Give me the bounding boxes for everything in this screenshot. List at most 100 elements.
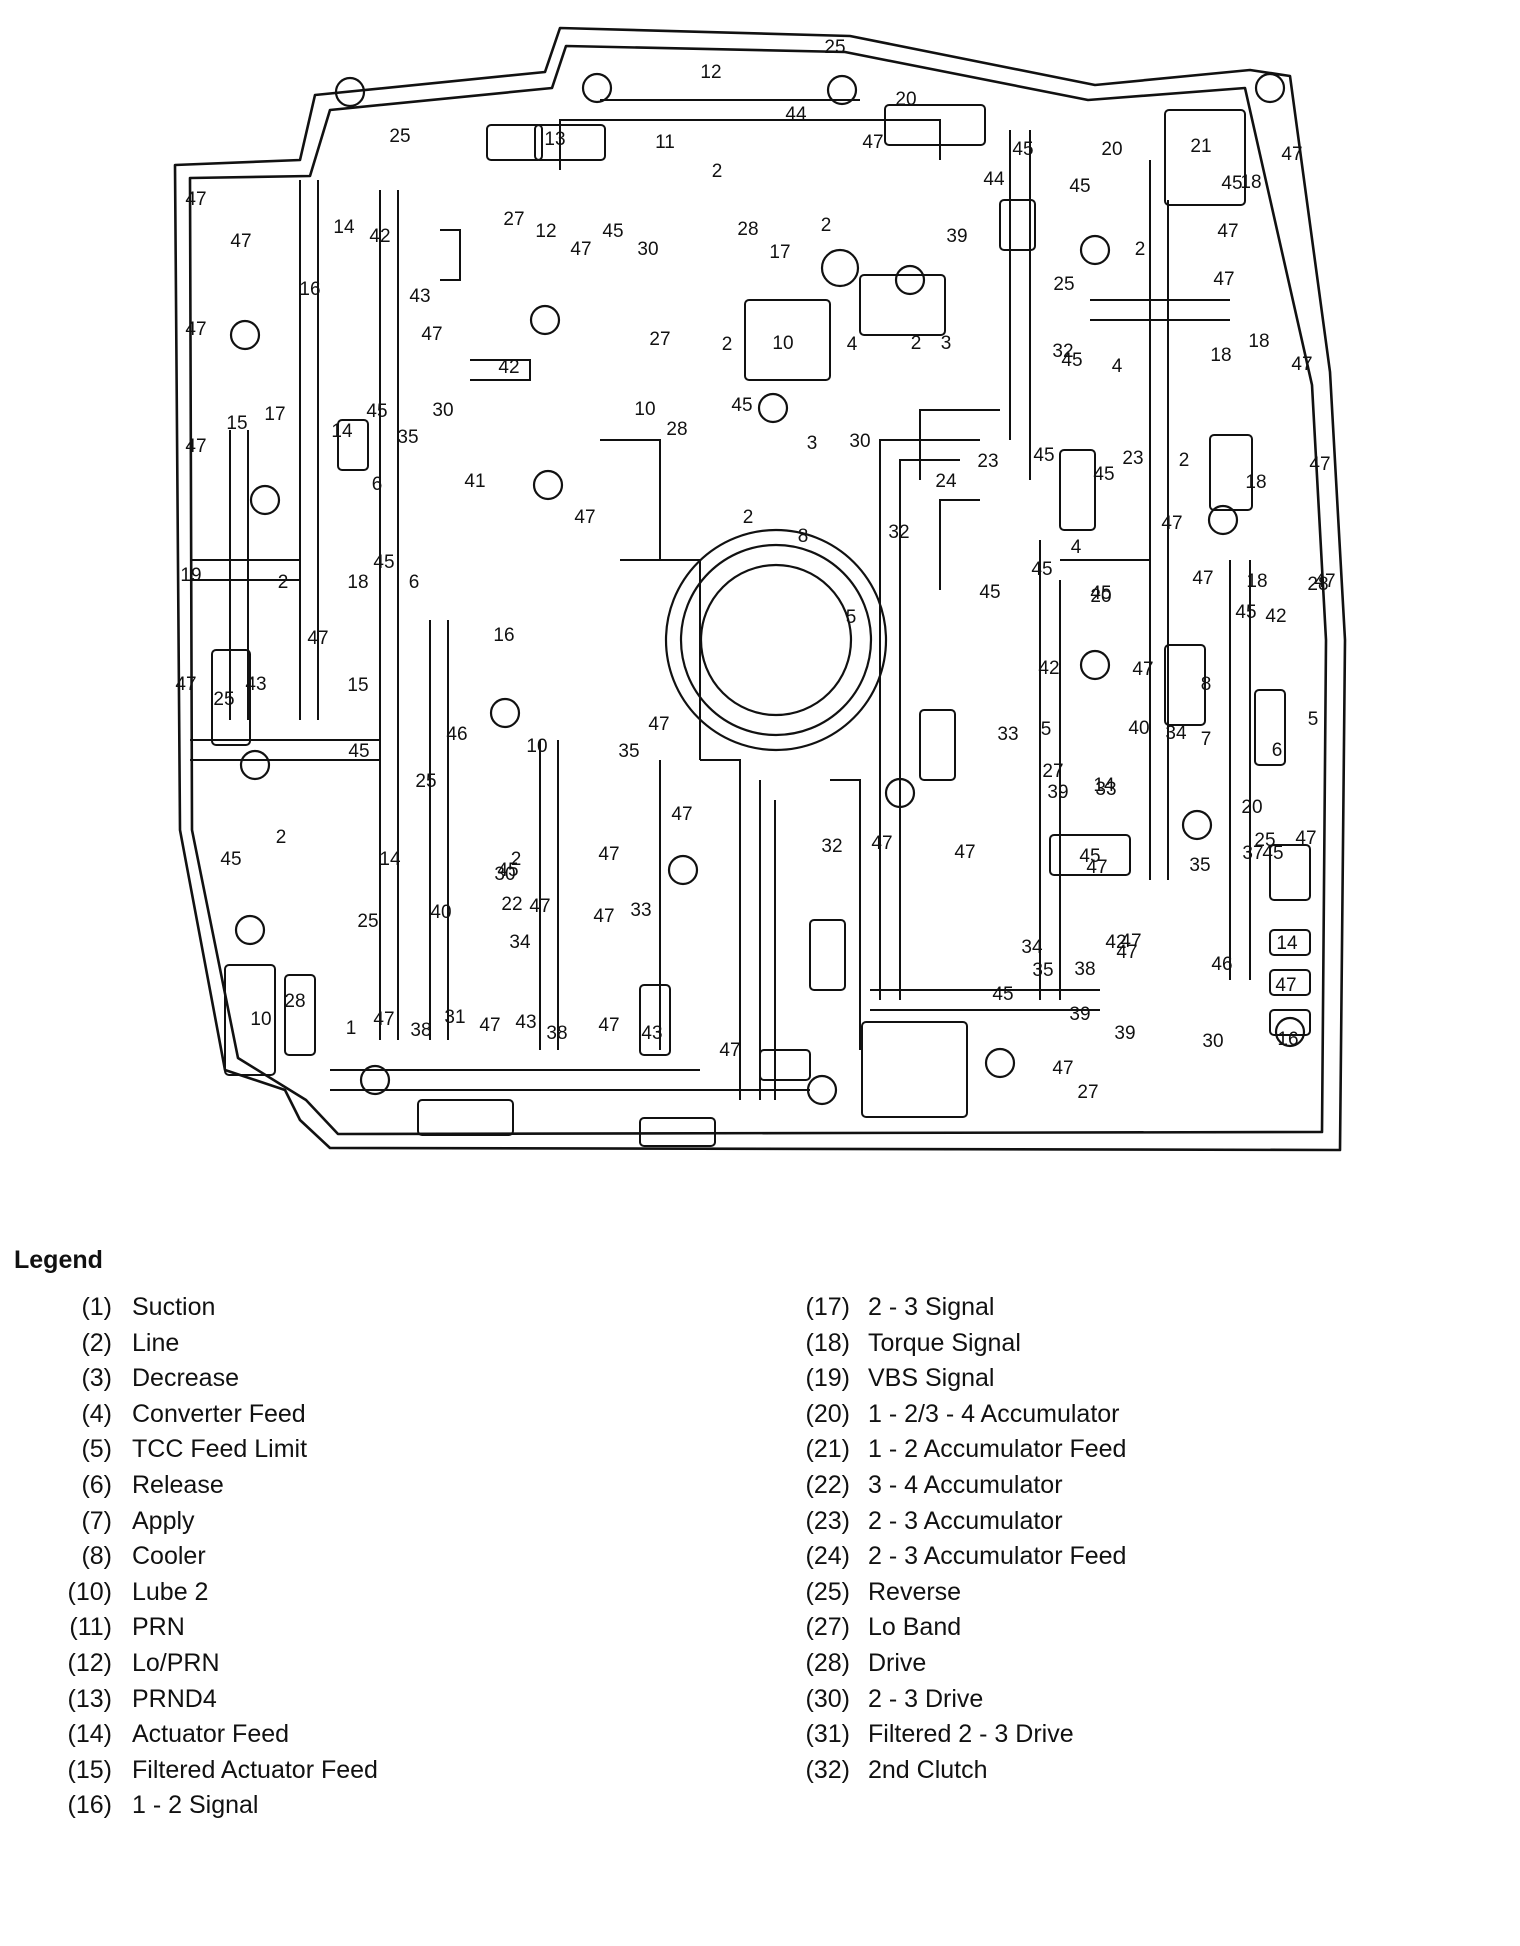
passage-label: 47 (373, 1009, 394, 1030)
legend-item: (6)Release (56, 1468, 378, 1504)
passage-label: 2 (1135, 239, 1146, 260)
passage-label: 47 (598, 844, 619, 865)
passage-label: 35 (618, 741, 639, 762)
passage-label: 47 (529, 896, 550, 917)
passage-label: 10 (634, 399, 655, 420)
legend-item: (20)1 - 2/3 - 4 Accumulator (790, 1397, 1126, 1433)
legend-name: Torque Signal (868, 1328, 1021, 1357)
passage-label: 47 (185, 319, 206, 340)
passage-label: 28 (1307, 574, 1328, 595)
passage-label: 16 (299, 279, 320, 300)
passage-label: 22 (501, 894, 522, 915)
legend-item: (11)PRN (56, 1610, 378, 1646)
legend-name: Filtered 2 - 3 Drive (868, 1720, 1074, 1749)
passage-label: 42 (369, 226, 390, 247)
passage-label: 30 (637, 239, 658, 260)
passage-label: 2 (276, 827, 287, 848)
passage-label: 47 (1314, 571, 1335, 592)
passage-label: 27 (649, 329, 670, 350)
passage-label: 25 (1254, 830, 1275, 851)
legend-number: (15) (67, 1755, 112, 1784)
legend-number: (6) (81, 1470, 112, 1499)
passage-label: 45 (992, 984, 1013, 1005)
legend-item: (3)Decrease (56, 1361, 378, 1397)
passage-label: 18 (1240, 172, 1261, 193)
passage-label: 47 (1309, 454, 1330, 475)
legend-number: (12) (67, 1648, 112, 1677)
passage-label: 25 (213, 689, 234, 710)
passage-label: 28 (666, 419, 687, 440)
passage-label: 45 (1079, 846, 1100, 867)
passage-label: 45 (366, 401, 387, 422)
passage-label: 3 (807, 433, 818, 454)
passage-label: 2 (511, 849, 522, 870)
passage-label: 8 (1201, 674, 1212, 695)
valve-body-bores (229, 72, 1306, 1106)
legend-item: (10)Lube 2 (56, 1575, 378, 1611)
passage-label: 14 (1276, 933, 1298, 954)
legend-item: (1)Suction (56, 1290, 378, 1326)
legend-number: (5) (81, 1435, 112, 1464)
passage-label: 45 (979, 582, 1000, 603)
passage-label: 18 (1246, 571, 1267, 592)
legend-name: Actuator Feed (132, 1720, 290, 1749)
legend-name: 2 - 3 Drive (868, 1684, 984, 1713)
legend-number: (31) (805, 1720, 850, 1749)
passage-label: 46 (1211, 954, 1232, 975)
passage-label: 45 (1090, 583, 1111, 604)
passage-label: 47 (570, 239, 591, 260)
passage-label: 27 (1077, 1082, 1098, 1103)
passage-label: 30 (494, 864, 515, 885)
passage-label: 14 (379, 849, 401, 870)
passage-label: 38 (1074, 959, 1095, 980)
passage-label: 45 (1093, 464, 1114, 485)
passage-label: 40 (430, 902, 451, 923)
passage-label: 47 (1132, 659, 1153, 680)
passage-label: 12 (700, 62, 721, 83)
passage-label: 47 (1213, 269, 1234, 290)
legend-number: (19) (805, 1364, 850, 1393)
legend-item: (7)Apply (56, 1504, 378, 1540)
legend-item: (16)1 - 2 Signal (56, 1788, 378, 1824)
passage-label: 10 (772, 333, 793, 354)
passage-label: 45 (1221, 173, 1242, 194)
passage-label: 47 (648, 714, 669, 735)
legend-item: (8)Cooler (56, 1539, 378, 1575)
legend-name: 1 - 2 Accumulator Feed (868, 1435, 1127, 1464)
passage-label: 18 (347, 572, 368, 593)
passage-label: 8 (798, 526, 809, 547)
passage-label: 32 (1052, 341, 1073, 362)
passage-label: 47 (593, 906, 614, 927)
legend-number: (20) (805, 1399, 850, 1428)
passage-label: 40 (1128, 718, 1149, 739)
legend-item: (21) 1 - 2 Accumulator Feed (790, 1432, 1127, 1468)
passage-label: 6 (372, 474, 383, 495)
passage-label: 45 (1031, 559, 1052, 580)
passage-label: 3 (941, 333, 952, 354)
passage-label: 16 (1277, 1029, 1298, 1050)
legend-name: PRN (132, 1613, 185, 1642)
passage-label: 45 (602, 221, 623, 242)
passage-label: 1 (346, 1018, 357, 1039)
legend-name: Reverse (868, 1577, 962, 1606)
passage-label: 20 (1241, 797, 1262, 818)
legend-number: (24) (805, 1542, 850, 1571)
passage-label: 5 (1308, 709, 1319, 730)
passage-label: 42 (1038, 658, 1059, 679)
legend-item: (31) Filtered 2 - 3 Drive (790, 1717, 1126, 1753)
legend-item: (23)2 - 3 Accumulator (790, 1504, 1126, 1540)
passage-label: 34 (509, 932, 531, 953)
valve-body-outline (173, 26, 1347, 1152)
passage-label: 47 (1217, 221, 1238, 242)
passage-label: 15 (226, 413, 247, 434)
passage-label: 45 (220, 849, 241, 870)
legend-number: (21) (805, 1435, 850, 1464)
passage-label: 33 (630, 900, 651, 921)
passage-label: 28 (284, 991, 305, 1012)
passage-label: 34 (1021, 937, 1043, 958)
passage-label: 41 (464, 471, 485, 492)
passage-label: 4 (1071, 537, 1082, 558)
passage-label: 18 (1248, 331, 1269, 352)
